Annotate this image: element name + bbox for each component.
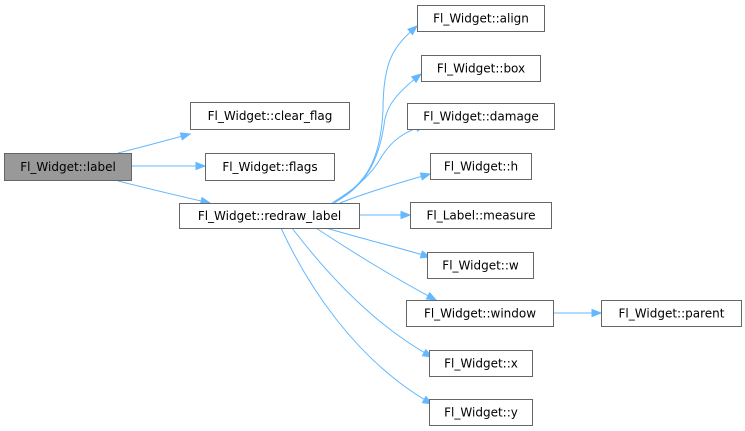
edge-window-to-parent — [553, 308, 603, 318]
arrow-head — [407, 25, 419, 36]
node-label: Fl_Widget::clear_flag — [208, 109, 333, 123]
node-box — [427, 252, 534, 279]
node-box — [4, 153, 132, 181]
edge-line — [333, 73, 422, 204]
edge-label-to-clear_flag — [117, 132, 192, 154]
node-y[interactable]: Fl_Widget::y — [429, 399, 533, 426]
node-label: Fl_Widget::label — [20, 160, 116, 174]
node-box — [179, 203, 360, 229]
edge-redraw_label-to-window — [315, 227, 438, 301]
node-box — [190, 102, 350, 130]
node-damage[interactable]: Fl_Widget::damage — [407, 103, 555, 130]
node-label: Fl_Widget::w — [442, 259, 519, 273]
node-label: Fl_Widget::damage — [423, 110, 539, 124]
node-box — [410, 202, 552, 229]
edge-line — [339, 173, 431, 204]
node-measure[interactable]: Fl_Label::measure — [410, 202, 552, 229]
node-w[interactable]: Fl_Widget::w — [427, 252, 534, 279]
edge-line — [117, 180, 211, 204]
node-label: Fl_Widget::window — [424, 307, 536, 321]
node-box — [430, 153, 532, 180]
node-label: Fl_Widget::y — [444, 406, 518, 420]
node-window[interactable]: Fl_Widget::window — [406, 300, 554, 327]
arrow-head — [591, 308, 603, 318]
edges — [117, 25, 603, 405]
node-parent[interactable]: Fl_Widget::parent — [601, 300, 742, 327]
node-box — [429, 399, 533, 426]
edge-line — [117, 133, 191, 154]
node-clear-flag[interactable]: Fl_Widget::clear_flag — [190, 102, 350, 130]
node-box[interactable]: Fl_Widget::box — [421, 55, 541, 82]
node-label: Fl_Widget::redraw_label — [198, 209, 341, 223]
node-label: Fl_Widget::parent — [619, 307, 725, 321]
edge-redraw_label-to-w — [325, 227, 432, 259]
edge-line — [291, 227, 433, 358]
edge-redraw_label-to-x — [291, 227, 434, 358]
node-box — [417, 5, 545, 32]
edge-line — [315, 227, 437, 301]
node-label: Fl_Widget::box — [437, 62, 525, 76]
node-box — [601, 300, 742, 327]
arrow-head — [410, 73, 423, 84]
edge-line — [331, 124, 426, 204]
node-align[interactable]: Fl_Widget::align — [417, 5, 545, 32]
node-flags[interactable]: Fl_Widget::flags — [205, 153, 335, 181]
arrow-head — [400, 210, 412, 220]
node-h[interactable]: Fl_Widget::h — [430, 153, 532, 180]
arrow-head — [195, 161, 207, 171]
edge-label-to-flags — [131, 161, 207, 171]
arrow-head — [425, 291, 438, 301]
edge-redraw_label-to-h — [339, 172, 432, 204]
node-box — [406, 300, 554, 327]
node-redraw-label[interactable]: Fl_Widget::redraw_label — [179, 203, 360, 229]
node-label[interactable]: Fl_Widget::label — [4, 153, 132, 181]
arrow-head — [179, 132, 192, 141]
node-x[interactable]: Fl_Widget::x — [429, 350, 533, 377]
edge-label-to-redraw_label — [117, 180, 212, 206]
edge-line — [325, 227, 431, 258]
node-box — [205, 153, 335, 181]
node-label: Fl_Widget::flags — [222, 160, 317, 174]
node-box — [429, 350, 533, 377]
edge-line — [280, 227, 433, 405]
node-label: Fl_Label::measure — [426, 209, 535, 223]
nodes: Fl_Widget::labelFl_Widget::clear_flagFl_… — [4, 5, 742, 426]
node-box — [407, 103, 555, 130]
node-box — [421, 55, 541, 82]
arrow-head — [419, 172, 432, 181]
node-label: Fl_Widget::x — [444, 357, 518, 371]
edge-redraw_label-to-box — [333, 73, 423, 204]
edge-redraw_label-to-measure — [359, 210, 412, 220]
node-label: Fl_Widget::align — [433, 12, 529, 26]
node-label: Fl_Widget::h — [444, 160, 518, 174]
edge-redraw_label-to-damage — [331, 123, 427, 204]
